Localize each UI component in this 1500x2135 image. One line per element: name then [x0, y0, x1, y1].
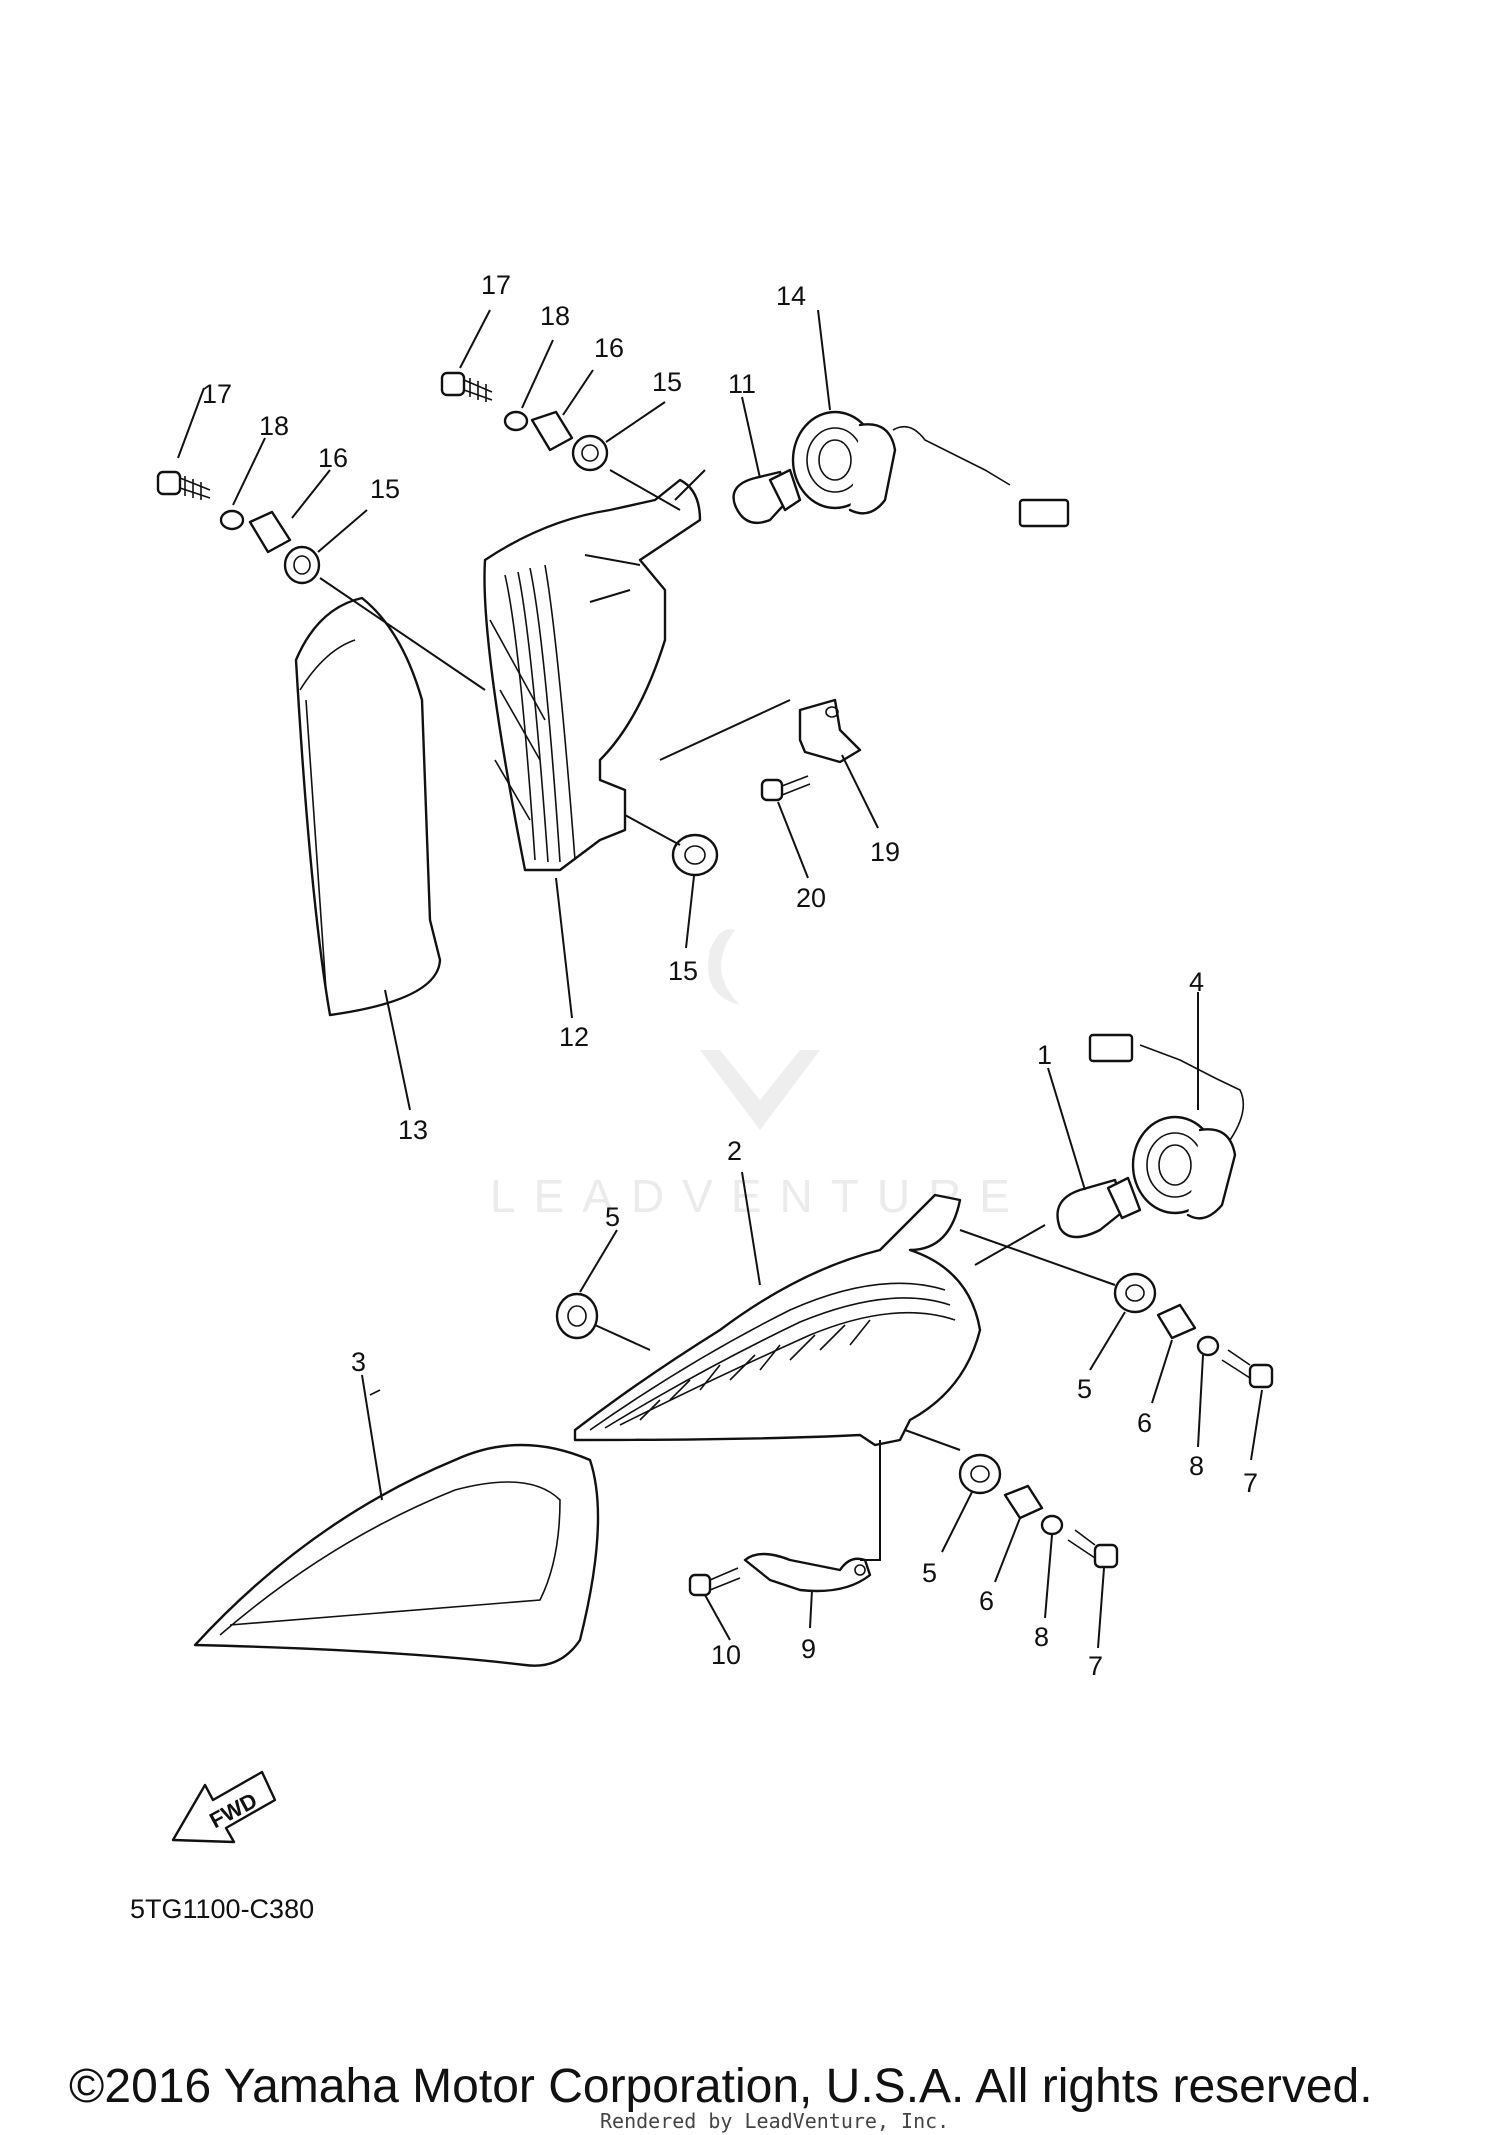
- leadventure-watermark: LEADVENTURE: [490, 929, 1010, 1222]
- rendered-by-notice: Rendered by LeadVenture, Inc.: [600, 2109, 949, 2133]
- callout-16-left: 16: [318, 443, 348, 473]
- callout-19: 19: [870, 837, 900, 867]
- callout-7-lower: 7: [1088, 1651, 1103, 1681]
- callout-17-left: 17: [202, 379, 232, 409]
- callout-6-upper: 6: [1137, 1408, 1152, 1438]
- bracket-19: [798, 698, 862, 764]
- housing-12: [483, 478, 702, 872]
- callout-5-right-upper: 5: [1077, 1374, 1092, 1404]
- callout-20: 20: [796, 883, 826, 913]
- spacer-6-lower: [1003, 1484, 1044, 1520]
- callout-6-lower: 6: [979, 1586, 994, 1616]
- fwd-arrow: FWD: [171, 1770, 277, 1844]
- callout-11: 11: [728, 369, 756, 399]
- socket-4: [1088, 1033, 1245, 1220]
- grommet-5-left: [555, 1292, 599, 1340]
- callout-15-left: 15: [370, 474, 400, 504]
- callout-8-upper: 8: [1189, 1451, 1204, 1481]
- callout-labels: 17 18 16 15 17 18 16 15 11 14 19 20 15 1…: [202, 270, 1258, 1681]
- washer-8-lower: [1040, 1514, 1064, 1536]
- callout-9: 9: [801, 1634, 816, 1664]
- callout-16-top: 16: [594, 333, 624, 363]
- bolt-7-lower: [1067, 1529, 1119, 1569]
- callout-leaders: [177, 309, 1263, 1649]
- reference-code: 5TG1100-C380: [130, 1894, 314, 1924]
- callout-4: 4: [1189, 967, 1204, 997]
- copyright-notice: ©2016 Yamaha Motor Corporation, U.S.A. A…: [69, 2060, 1373, 2113]
- callout-14: 14: [776, 281, 806, 311]
- callout-8-lower: 8: [1034, 1622, 1049, 1652]
- lens-3: [193, 1443, 600, 1667]
- screw-10: [688, 1567, 741, 1597]
- grommet-5-right-upper: [1113, 1272, 1157, 1314]
- grommet-15-lower: [671, 833, 719, 877]
- callout-7-upper: 7: [1243, 1468, 1258, 1498]
- callout-18-left: 18: [259, 411, 289, 441]
- housing-2: [573, 1193, 982, 1447]
- upper-assembly: [156, 371, 1070, 1017]
- callout-1: 1: [1037, 1040, 1052, 1070]
- callout-12: 12: [559, 1022, 589, 1052]
- lower-assembly: [193, 1033, 1274, 1667]
- hardware-set-top: [440, 371, 609, 472]
- callout-5-left: 5: [605, 1202, 620, 1232]
- callout-2: 2: [727, 1136, 742, 1166]
- callout-10: 10: [711, 1640, 741, 1670]
- bolt-7-upper: [1221, 1349, 1274, 1389]
- callout-15-lower: 15: [668, 956, 698, 986]
- grommet-5-right-lower: [958, 1453, 1002, 1495]
- callout-18-top: 18: [540, 301, 570, 331]
- callout-3: 3: [351, 1347, 366, 1377]
- callout-13: 13: [398, 1115, 428, 1145]
- callout-15-top: 15: [652, 367, 682, 397]
- callout-5-right-lower: 5: [922, 1558, 937, 1588]
- washer-8-upper: [1196, 1335, 1220, 1357]
- screw-20: [760, 775, 811, 802]
- spacer-6-upper: [1156, 1303, 1197, 1340]
- hardware-set-left: [156, 470, 321, 585]
- lens-13: [294, 596, 442, 1017]
- callout-17-top: 17: [481, 270, 511, 300]
- socket-14: [791, 410, 1070, 528]
- bracket-9: [743, 1552, 872, 1593]
